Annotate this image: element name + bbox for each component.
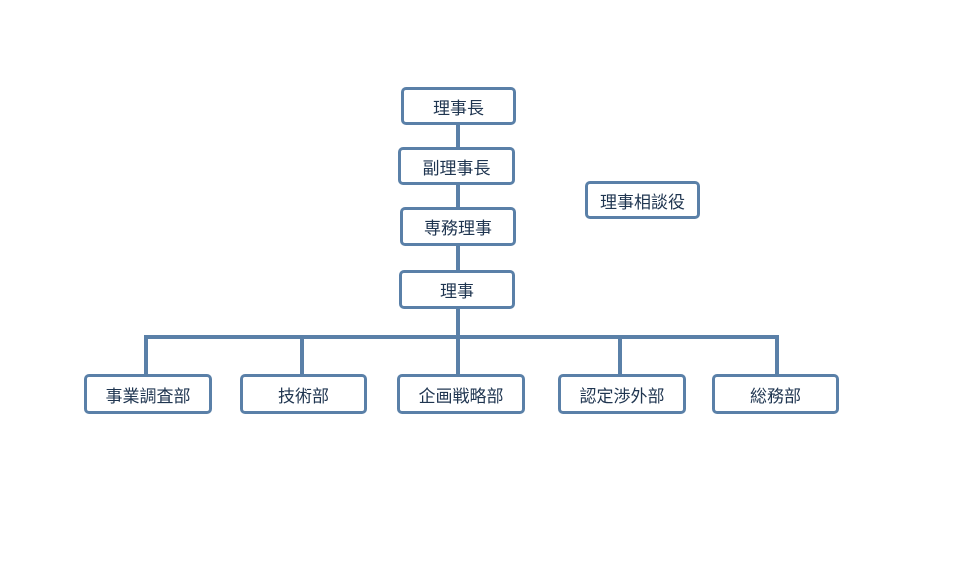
node-department-1: 事業調査部 (84, 374, 212, 414)
node-executive-director-label: 専務理事 (424, 219, 492, 239)
node-department-4: 認定渉外部 (558, 374, 686, 414)
node-department-2: 技術部 (240, 374, 367, 414)
node-department-5-label: 総務部 (750, 386, 801, 407)
node-vice-chairman: 副理事長 (398, 147, 515, 185)
node-department-5: 総務部 (712, 374, 839, 414)
node-advisor-label: 理事相談役 (600, 192, 685, 213)
node-chairman-label: 理事長 (433, 98, 484, 119)
node-department-4-label: 認定渉外部 (579, 386, 665, 407)
node-chairman: 理事長 (401, 87, 516, 125)
node-department-1-label: 事業調査部 (105, 386, 191, 407)
node-advisor: 理事相談役 (585, 181, 700, 219)
node-executive-director: 専務理事 (400, 207, 516, 246)
node-director-label: 理事 (440, 282, 474, 302)
node-vice-chairman-label: 副理事長 (422, 158, 491, 179)
node-department-3-label: 企画戦略部 (418, 386, 504, 407)
node-department-3: 企画戦略部 (397, 374, 525, 414)
node-department-2-label: 技術部 (278, 386, 329, 407)
node-director: 理事 (399, 270, 515, 309)
